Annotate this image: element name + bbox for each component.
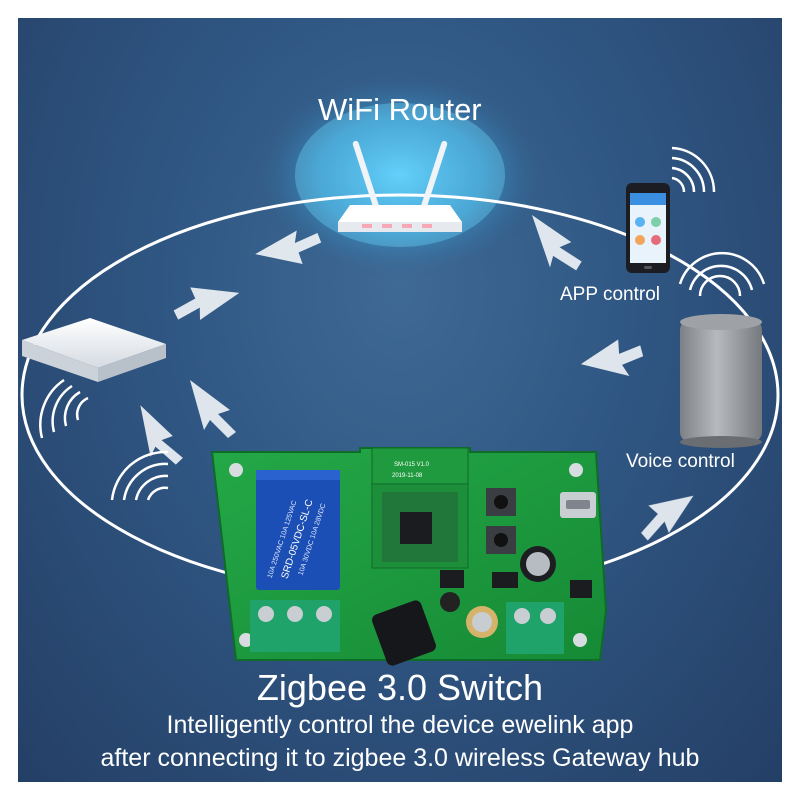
module-date-text: 2019-11-08 <box>392 473 423 479</box>
wifi-router-label: WiFi Router <box>318 92 482 127</box>
zigbee-switch-board: SRD-05VDC-SL-C 10A 250VAC 10A 125VAC 10A… <box>210 447 608 666</box>
terminal-block-right <box>506 602 564 654</box>
caption-line-1: Intelligently control the device ewelink… <box>166 711 634 739</box>
smart-speaker-icon <box>680 314 762 448</box>
module-id-text: SM-015 V1.0 <box>394 462 430 468</box>
zigbee-chip <box>400 512 432 544</box>
caption-line-2: after connecting it to zigbee 3.0 wirele… <box>100 744 700 772</box>
speaker-waves <box>678 251 766 297</box>
voice-control-label: Voice control <box>626 451 735 472</box>
relay <box>256 470 340 590</box>
app-control-label: APP control <box>560 284 660 305</box>
signal-arrows <box>140 215 694 541</box>
antenna-coil <box>372 600 436 666</box>
router-glow <box>250 70 550 280</box>
wifi-router-icon <box>338 140 462 232</box>
phone-wifi-waves <box>671 146 716 193</box>
hub-wifi-waves <box>39 378 169 501</box>
caption-title: Zigbee 3.0 Switch <box>256 667 544 708</box>
gateway-hub-icon <box>22 318 166 382</box>
smartphone-icon <box>626 183 670 273</box>
